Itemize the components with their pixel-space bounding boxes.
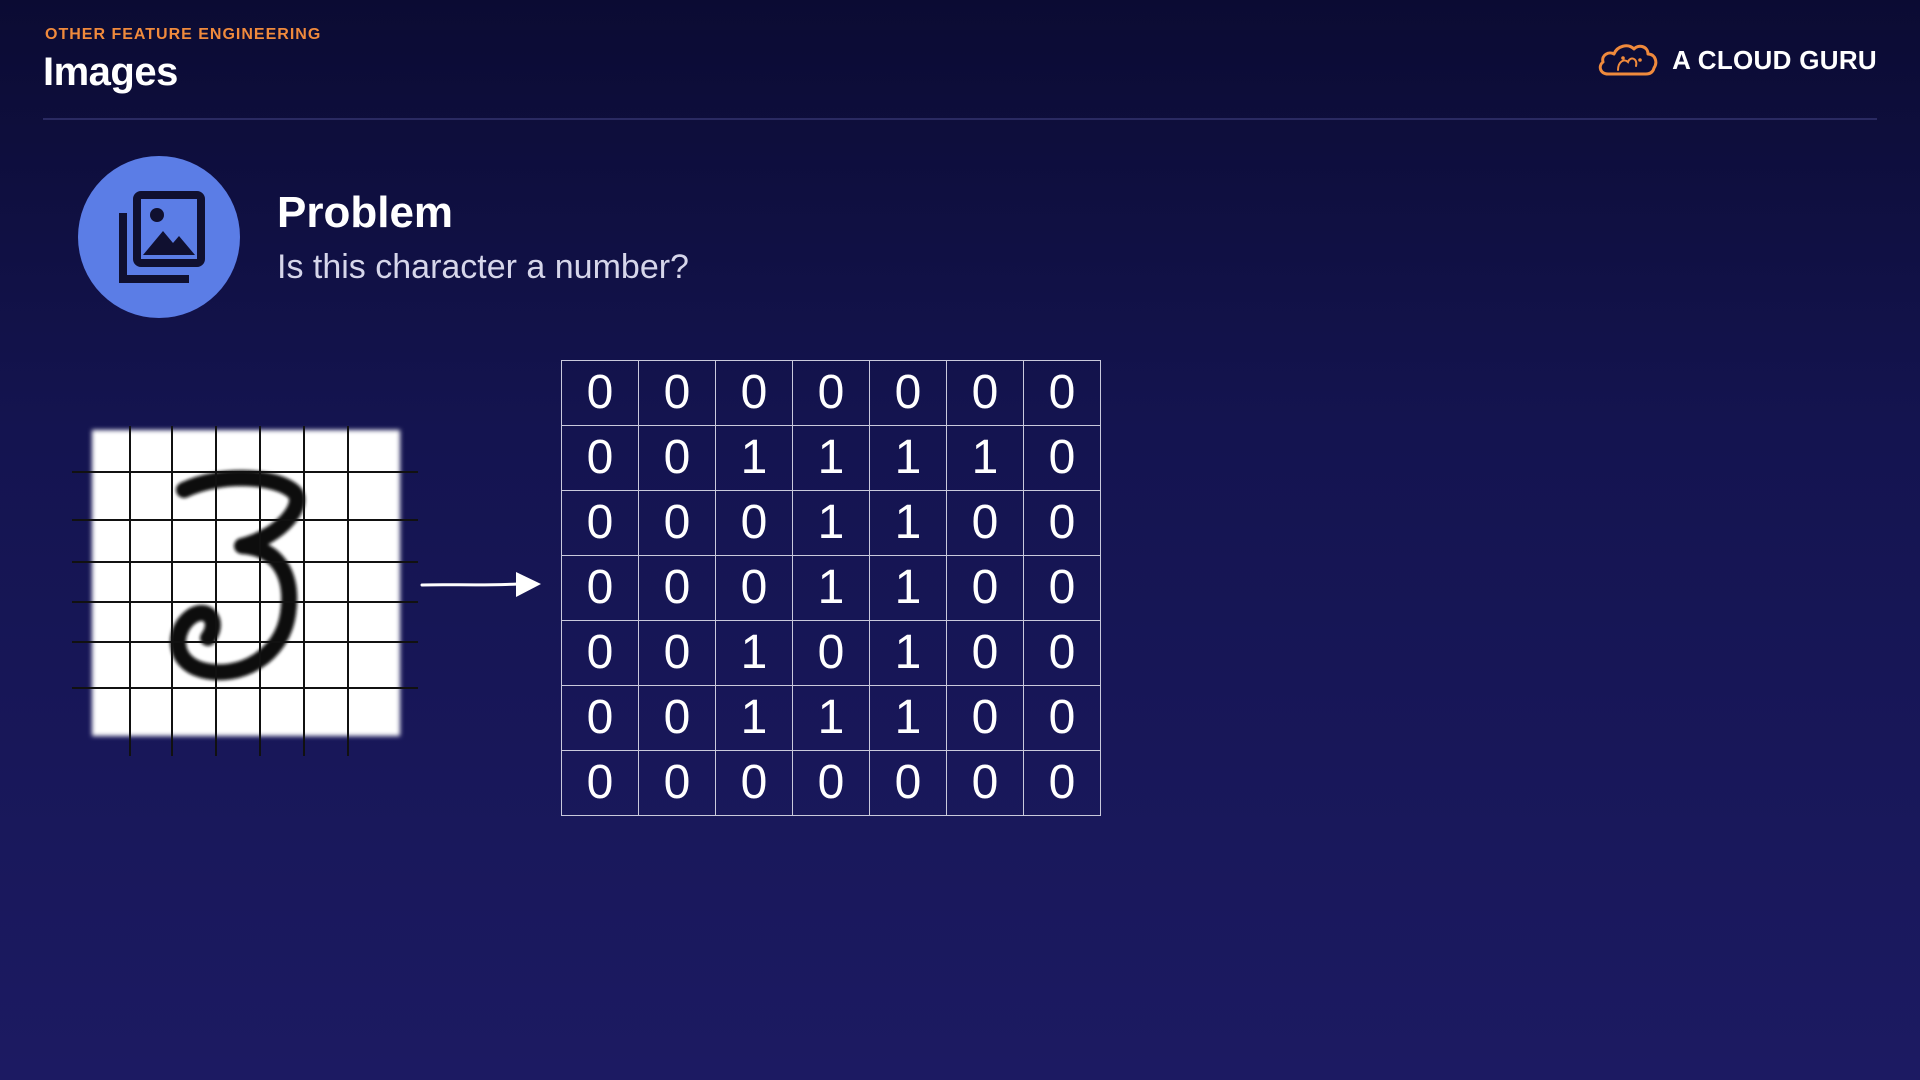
grid-row: 0 0 0 1 1 0 0 — [561, 555, 1101, 621]
grid-cell: 0 — [561, 750, 639, 816]
pixel-value-grid: 0 0 0 0 0 0 0 0 0 1 1 1 1 0 0 0 0 1 1 0 … — [561, 360, 1101, 816]
grid-cell: 1 — [869, 490, 947, 556]
grid-cell: 0 — [715, 750, 793, 816]
problem-question: Is this character a number? — [277, 248, 689, 286]
brand-name: A CLOUD GURU — [1672, 44, 1877, 75]
grid-cell: 0 — [1023, 620, 1101, 686]
page-title: Images — [43, 50, 178, 94]
grid-cell: 0 — [946, 685, 1024, 751]
grid-cell: 1 — [869, 685, 947, 751]
grid-row: 0 0 1 0 1 0 0 — [561, 620, 1101, 686]
section-eyebrow: OTHER FEATURE ENGINEERING — [45, 26, 322, 43]
grid-cell: 0 — [1023, 425, 1101, 491]
grid-cell: 1 — [869, 425, 947, 491]
grid-cell: 0 — [638, 555, 716, 621]
grid-cell: 0 — [561, 360, 639, 426]
grid-cell: 0 — [638, 425, 716, 491]
grid-cell: 0 — [792, 620, 870, 686]
grid-cell: 0 — [1023, 360, 1101, 426]
grid-cell: 0 — [946, 620, 1024, 686]
grid-cell: 1 — [946, 425, 1024, 491]
grid-cell: 0 — [946, 490, 1024, 556]
grid-cell: 1 — [869, 620, 947, 686]
grid-row: 0 0 0 0 0 0 0 — [561, 750, 1101, 816]
grid-cell: 0 — [638, 750, 716, 816]
grid-cell: 1 — [869, 555, 947, 621]
grid-cell: 1 — [715, 685, 793, 751]
arrow-right-icon — [420, 568, 544, 602]
grid-row: 0 0 1 1 1 0 0 — [561, 685, 1101, 751]
grid-cell: 0 — [561, 490, 639, 556]
grid-cell: 1 — [792, 490, 870, 556]
grid-cell: 0 — [1023, 685, 1101, 751]
grid-cell: 0 — [946, 360, 1024, 426]
grid-cell: 0 — [1023, 555, 1101, 621]
brand-logo: A CLOUD GURU — [1596, 40, 1877, 80]
grid-cell: 0 — [869, 360, 947, 426]
grid-cell: 0 — [638, 620, 716, 686]
grid-cell: 1 — [792, 555, 870, 621]
problem-heading: Problem — [277, 188, 454, 237]
grid-cell: 1 — [715, 425, 793, 491]
grid-cell: 0 — [638, 490, 716, 556]
grid-row: 0 0 0 0 0 0 0 — [561, 360, 1101, 426]
grid-cell: 0 — [638, 360, 716, 426]
grid-cell: 0 — [561, 620, 639, 686]
grid-row: 0 0 0 1 1 0 0 — [561, 490, 1101, 556]
grid-cell: 0 — [715, 360, 793, 426]
grid-cell: 1 — [715, 620, 793, 686]
grid-cell: 0 — [715, 490, 793, 556]
grid-cell: 0 — [715, 555, 793, 621]
grid-cell: 1 — [792, 685, 870, 751]
grid-cell: 1 — [792, 425, 870, 491]
grid-cell: 0 — [946, 750, 1024, 816]
problem-icon-circle — [78, 156, 240, 318]
grid-cell: 0 — [561, 425, 639, 491]
header-divider — [43, 118, 1877, 120]
grid-cell: 0 — [946, 555, 1024, 621]
image-gallery-icon — [119, 191, 205, 283]
grid-cell: 0 — [1023, 490, 1101, 556]
grid-cell: 0 — [1023, 750, 1101, 816]
grid-cell: 0 — [561, 555, 639, 621]
grid-cell: 0 — [869, 750, 947, 816]
handwritten-digit-image — [72, 424, 442, 764]
grid-cell: 0 — [561, 685, 639, 751]
grid-row: 0 0 1 1 1 1 0 — [561, 425, 1101, 491]
grid-cell: 0 — [792, 360, 870, 426]
grid-cell: 0 — [792, 750, 870, 816]
grid-cell: 0 — [638, 685, 716, 751]
cloud-logo-icon — [1596, 40, 1660, 80]
